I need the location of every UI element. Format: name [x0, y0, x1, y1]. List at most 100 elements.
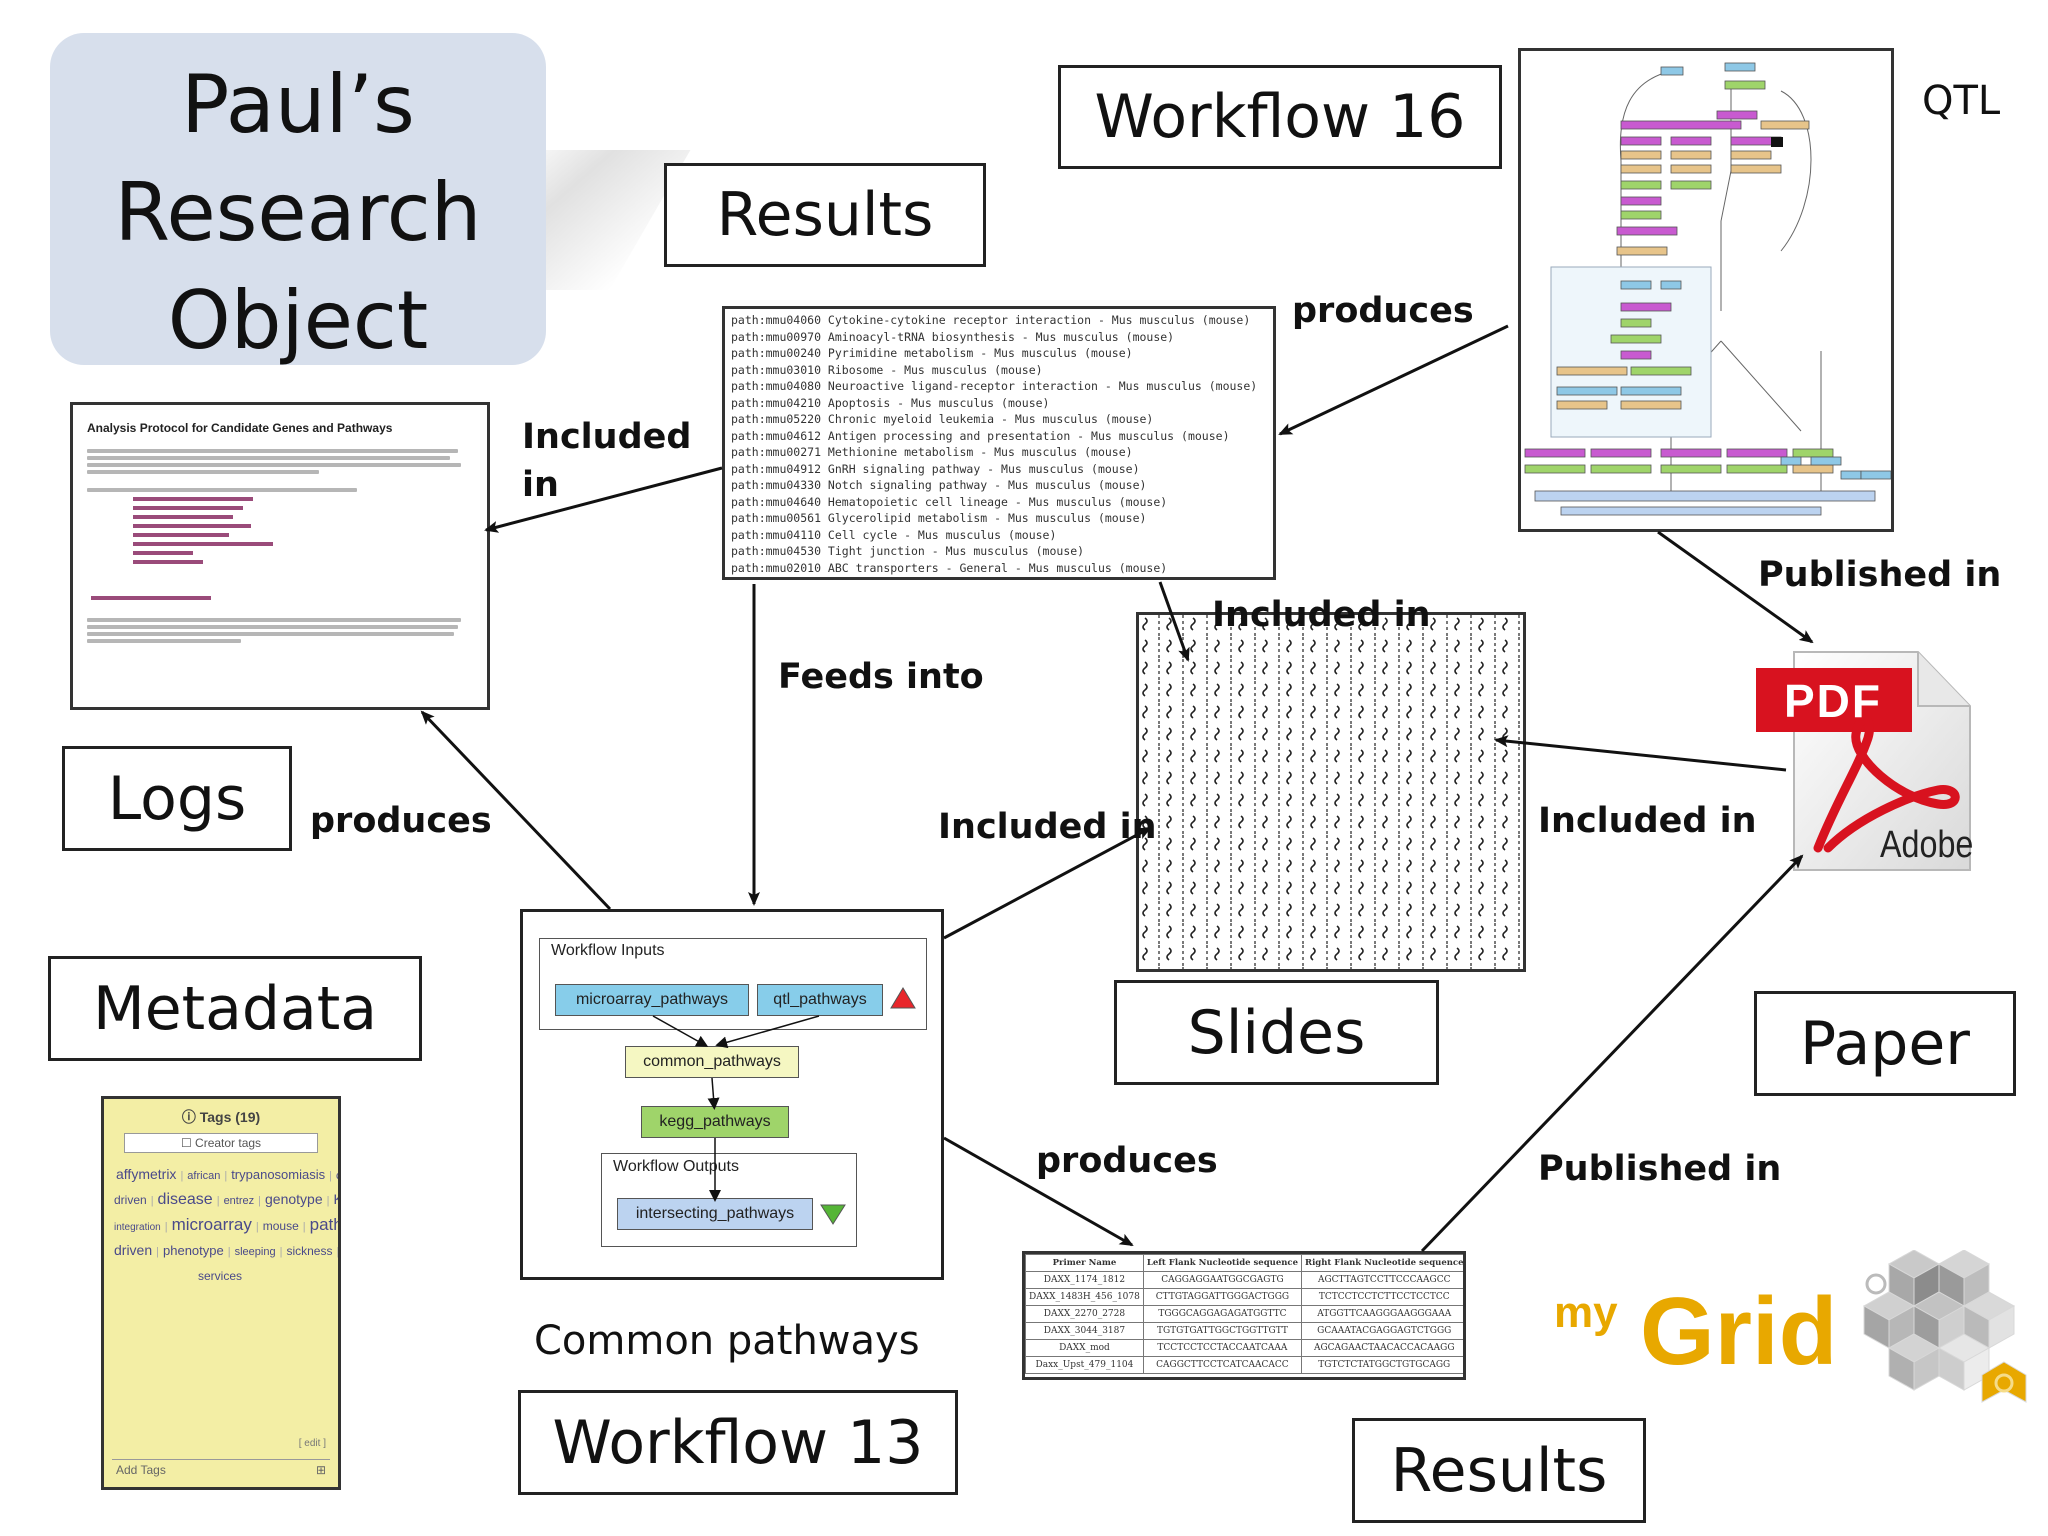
up-triangle-icon — [890, 987, 916, 1009]
page-title: Paul’s Research Object — [50, 51, 546, 375]
tags-header: ⓘ Tags (19) — [114, 1107, 328, 1127]
mygrid-my-text: my — [1554, 1288, 1618, 1337]
tags-panel: ⓘ Tags (19) ☐ Creator tags affymetrix|af… — [101, 1096, 341, 1490]
common-pathways-label: Common pathways — [534, 1318, 920, 1364]
results-list-item: path:mmu00271 Methionine metabolism - Mu… — [731, 445, 1133, 459]
doc-link-line — [133, 542, 273, 546]
tag-link[interactable]: pathway — [309, 1215, 338, 1234]
results-top-label: Results — [664, 163, 986, 267]
pdf-badge-text: PDF — [1784, 675, 1882, 727]
table-cell: CAGGCTTCCTCATCAACACC — [1142, 1356, 1303, 1374]
results-pathway-list: path:mmu04060 Cytokine-cytokine receptor… — [722, 306, 1276, 580]
qtl-label: QTL — [1922, 78, 2001, 124]
edge-label-produces-results: produces — [1036, 1141, 1218, 1181]
tag-link[interactable]: cattle — [335, 1170, 341, 1182]
workflow13-label: Workflow 13 — [518, 1390, 958, 1495]
tag-link[interactable]: web services — [197, 1269, 242, 1283]
tag-link[interactable]: entrez — [223, 1195, 255, 1207]
arrow-pdf-to-slides — [1494, 735, 1787, 772]
arrow-results-to-slides — [1158, 581, 1190, 662]
down-triangle-icon — [820, 1204, 846, 1225]
results-bottom-label: Results — [1352, 1418, 1646, 1523]
arrow-wf13-to-results — [943, 1136, 1134, 1247]
doc-text-line — [87, 625, 458, 629]
tag-link[interactable]: phenotype — [163, 1243, 224, 1258]
tag-separator: | — [180, 1170, 184, 1182]
adobe-brand-text: Adobe — [1880, 824, 1974, 866]
results-list-item: path:mmu04060 Cytokine-cytokine receptor… — [731, 313, 1251, 327]
title-line-3: Object — [167, 274, 429, 367]
input-microarray-pathways: microarray_pathways — [555, 984, 749, 1016]
add-tags-field[interactable]: Add Tags ⊞ — [112, 1459, 330, 1479]
paper-label: Paper — [1754, 991, 2016, 1096]
edge-label-published-in: Published in — [1758, 555, 2002, 595]
tags-edit-link[interactable]: [ edit ] — [298, 1438, 326, 1449]
node-kegg-pathways: kegg_pathways — [641, 1106, 789, 1138]
edge-label-included-in-slides: Included in — [1212, 595, 1431, 635]
tags-header-text: Tags (19) — [199, 1109, 261, 1125]
doc-link-line — [133, 533, 229, 537]
tag-link[interactable]: data-driven — [114, 1193, 147, 1207]
tag-link[interactable]: Kegg — [333, 1191, 338, 1207]
mygrid-logo: my Grid — [1554, 1246, 2034, 1406]
node-common-pathways: common_pathways — [625, 1046, 799, 1078]
arrow-wf13-to-logs — [420, 710, 612, 911]
results-list-item: path:mmu04612 Antigen processing and pre… — [731, 428, 1230, 443]
tag-cloud: affymetrix|african|trypanosomiasis|cattl… — [114, 1163, 338, 1288]
results-list-item: path:mmu04640 Hematopoietic cell lineage… — [731, 494, 1168, 509]
table-cell: TGTCTCTATGGCTGTGCAGG — [1301, 1356, 1463, 1374]
checkbox-icon: ☐ — [180, 1136, 196, 1150]
tag-link[interactable]: affymetrix — [116, 1166, 177, 1182]
results-list-item: path:mmu04330 Notch signaling pathway - … — [731, 478, 1147, 492]
logs-document: Analysis Protocol for Candidate Genes an… — [70, 402, 490, 710]
creator-tags-checkbox[interactable]: ☐ Creator tags — [124, 1133, 318, 1153]
tag-separator: | — [164, 1221, 168, 1233]
title-card: Paul’s Research Object — [50, 33, 546, 367]
tag-separator: | — [255, 1221, 259, 1233]
tag-separator: | — [227, 1246, 231, 1258]
add-tags-label: Add Tags — [116, 1463, 166, 1477]
workflow-outputs-title: Workflow Outputs — [613, 1158, 739, 1175]
results-list-item: path:mmu00970 Aminoacyl-tRNA biosynthesi… — [731, 329, 1175, 344]
arrow-results-to-pdf — [1420, 854, 1804, 1253]
results-list-item: path:mmu04530 Tight junction - Mus muscu… — [731, 544, 1085, 558]
tag-link[interactable]: mouse — [262, 1219, 299, 1233]
tag-link[interactable]: microarray — [171, 1215, 252, 1234]
tag-link[interactable]: trypanosomiasis — [231, 1167, 326, 1182]
tag-link[interactable]: sleeping — [234, 1246, 276, 1258]
results-list-item: path:mmu04912 GnRH signaling pathway - M… — [731, 461, 1140, 476]
workflow-inputs-title: Workflow Inputs — [551, 942, 665, 959]
edge-label-published-in-results: Published in — [1538, 1149, 1782, 1189]
arrow-wf13-to-slides — [943, 826, 1152, 940]
title-line-2: Research — [114, 166, 482, 259]
tag-separator: | — [258, 1195, 261, 1207]
tag-link[interactable]: sickness — [286, 1244, 333, 1258]
doc-text-line — [87, 449, 458, 453]
results-list-item: path:mmu04080 Neuroactive ligand-recepto… — [731, 379, 1258, 393]
tag-link[interactable]: pathway-driven — [114, 1242, 153, 1258]
title-line-1: Paul’s — [181, 58, 415, 151]
workflow16-label: Workflow 16 — [1058, 65, 1502, 169]
tag-separator: | — [329, 1170, 332, 1182]
workflow16-diagram — [1518, 48, 1894, 532]
tag-link[interactable]: link-integration — [114, 1222, 161, 1233]
doc-text-line — [87, 470, 319, 474]
tag-separator: | — [156, 1246, 159, 1258]
expand-icon[interactable]: ⊞ — [315, 1463, 326, 1477]
metadata-label: Metadata — [48, 956, 422, 1061]
slides-label: Slides — [1114, 980, 1439, 1085]
tag-link[interactable]: disease — [157, 1191, 213, 1208]
doc-link-line — [133, 560, 203, 564]
workflow16-graph — [1524, 62, 1891, 516]
doc-link-line — [91, 596, 211, 600]
tag-link[interactable]: genotype — [265, 1191, 323, 1207]
logs-label: Logs — [62, 746, 292, 851]
results-list-item: path:mmu03010 Ribosome - Mus musculus (m… — [731, 362, 1043, 377]
tag-link[interactable]: african — [187, 1170, 221, 1182]
tag-separator: | — [224, 1170, 228, 1182]
tag-separator: | — [302, 1221, 306, 1233]
doc-text-line — [87, 463, 462, 467]
doc-link-line — [133, 524, 251, 528]
